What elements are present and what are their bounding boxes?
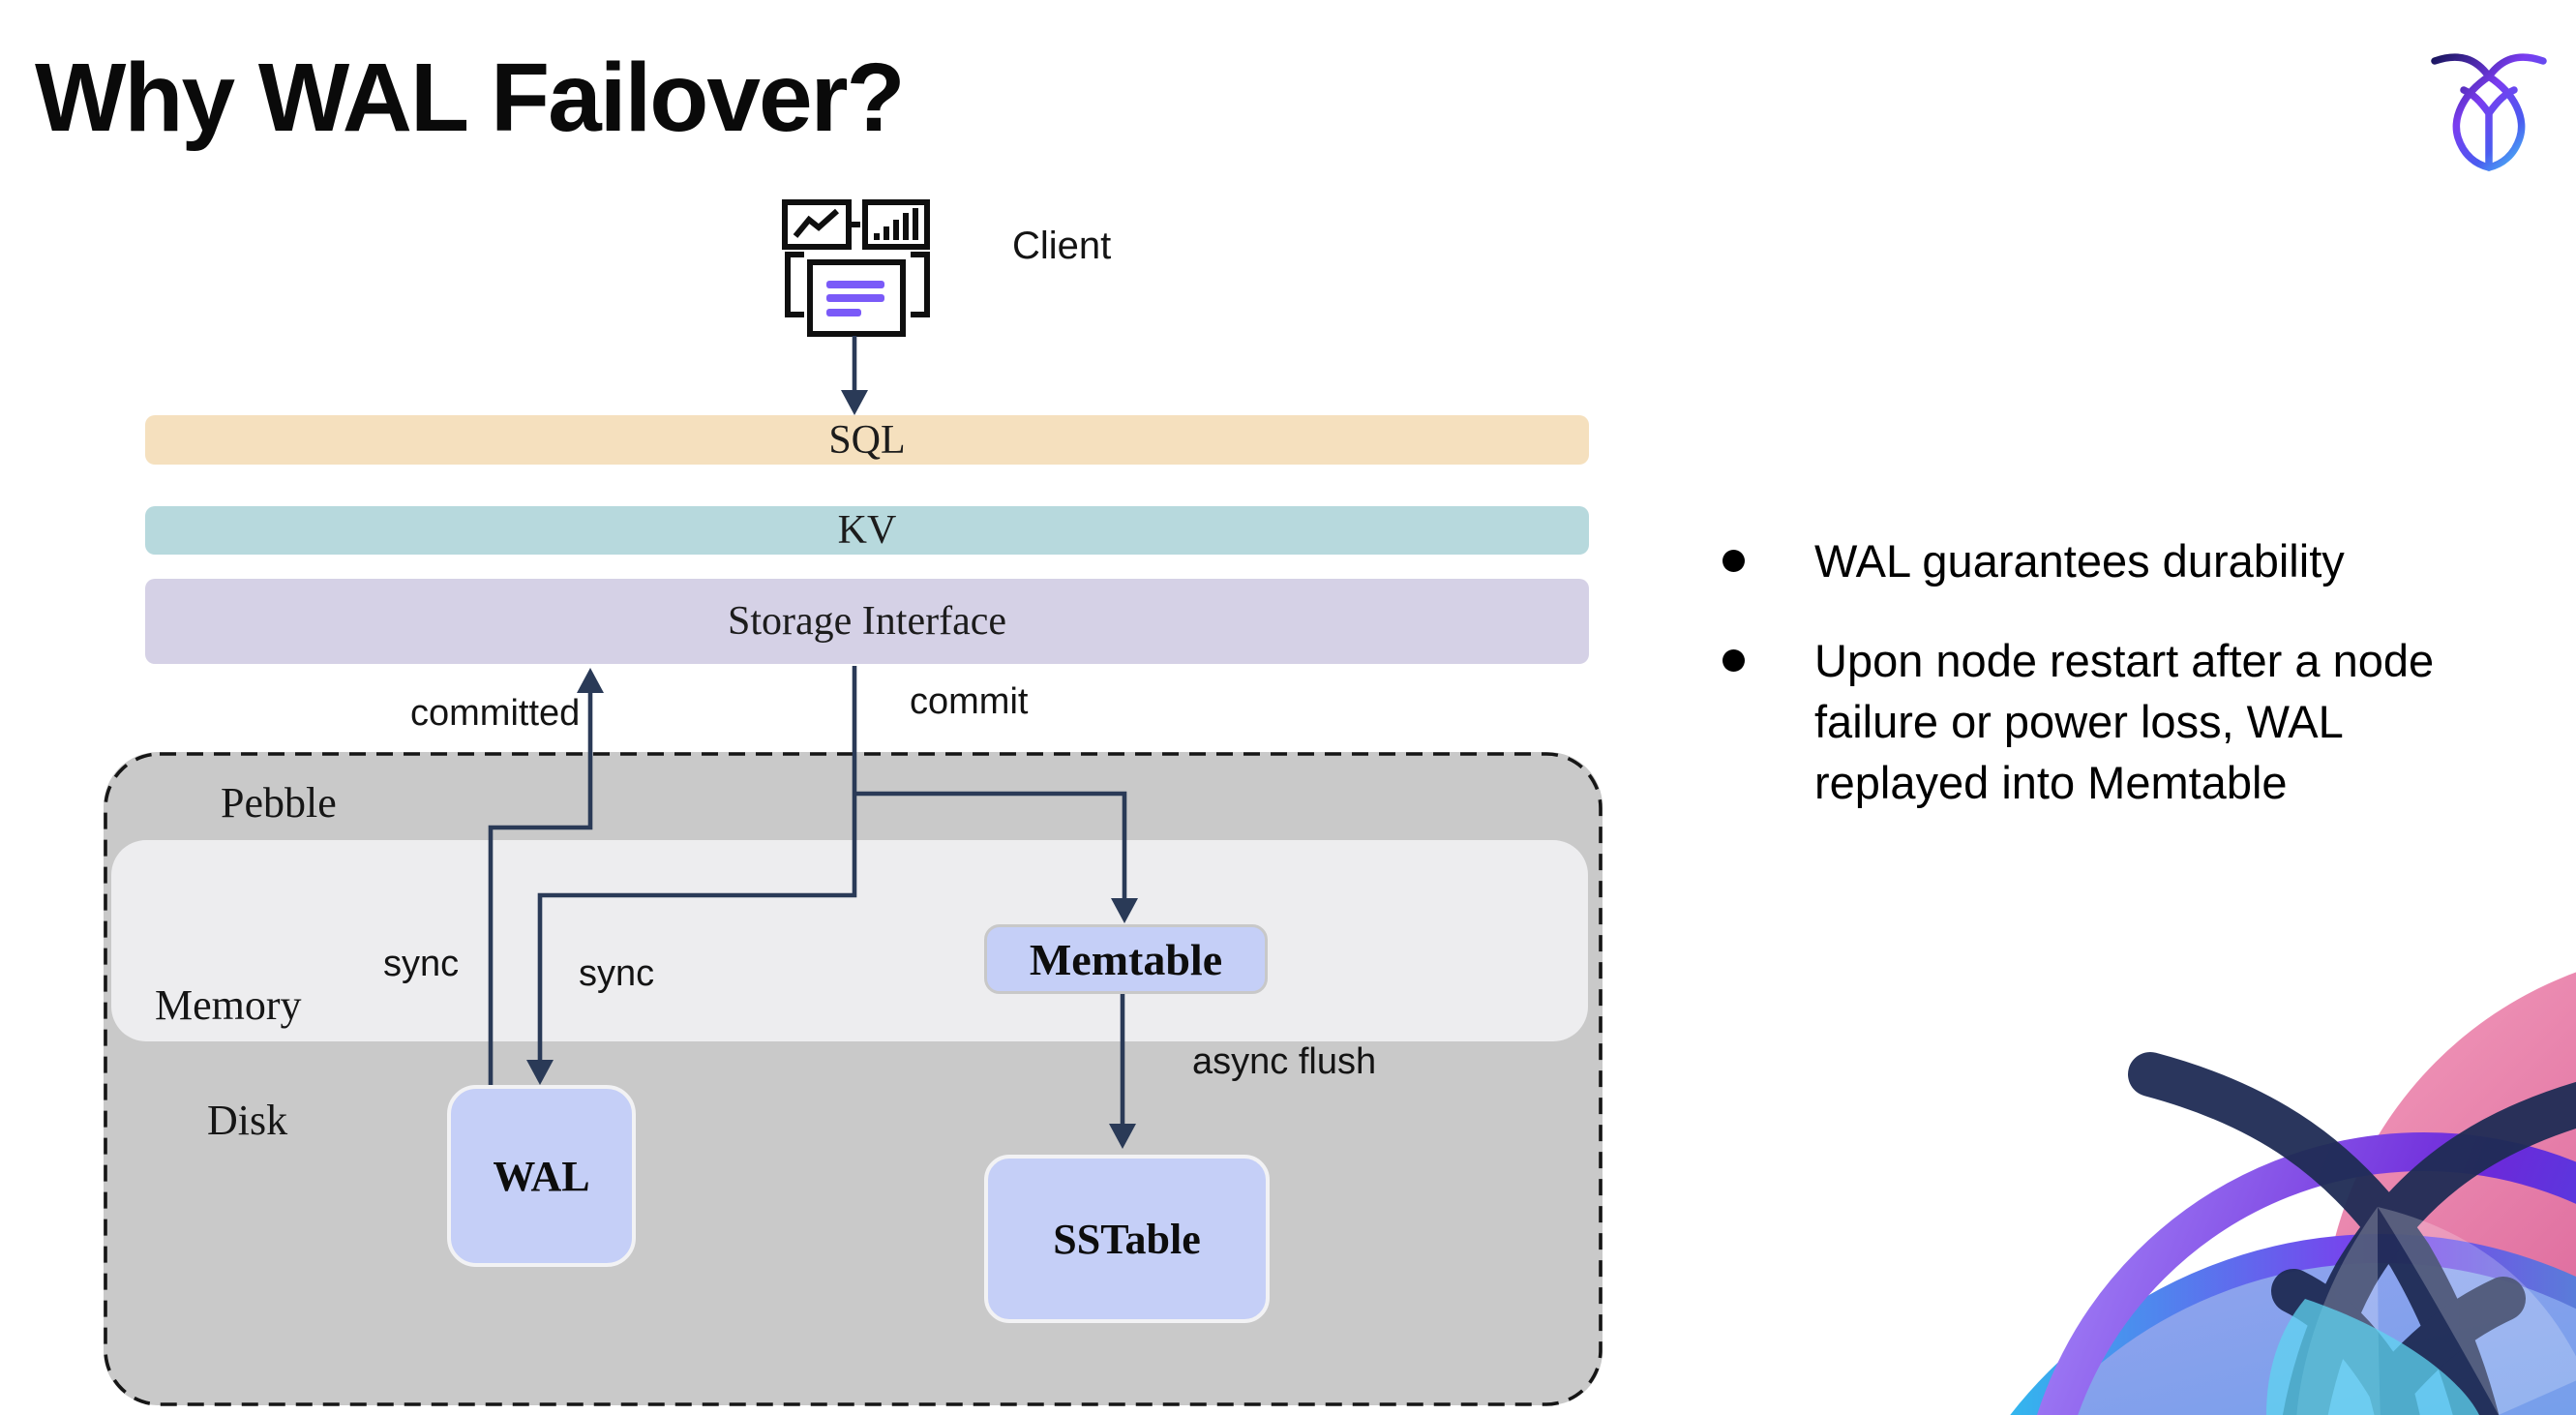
bar-chart-glyph (874, 208, 918, 240)
kv-layer-bar: KV (145, 506, 1589, 555)
sync-right-edge-label: sync (579, 953, 655, 994)
sql-layer-bar: SQL (145, 415, 1589, 465)
bullet-dot-icon (1722, 550, 1745, 572)
arrowhead-into-sql (841, 390, 868, 415)
commit-memtable-arrow-line (854, 791, 1127, 900)
committed-edge-label: committed (410, 693, 581, 734)
page-title: Why WAL Failover? (35, 44, 906, 152)
client-label: Client (1012, 225, 1112, 267)
kv-layer-label: KV (837, 508, 897, 553)
sync-left-edge-label: sync (383, 944, 460, 984)
sstable-node: SSTable (984, 1155, 1270, 1323)
document-text-lines (826, 281, 884, 316)
memory-label: Memory (155, 981, 302, 1029)
cockroachdb-logo-icon (2431, 53, 2547, 171)
arrowhead-into-sstable (1109, 1124, 1136, 1149)
bullet-text: WAL guarantees durability (1814, 535, 2345, 587)
wal-label: WAL (493, 1152, 590, 1200)
bullet-list: WAL guarantees durability Upon node rest… (1698, 530, 2472, 852)
memtable-label: Memtable (1029, 934, 1223, 984)
bullet-text: Upon node restart after a node failure o… (1814, 635, 2435, 808)
pebble-label: Pebble (221, 779, 337, 827)
dash-glyph (851, 222, 860, 227)
sql-layer-label: SQL (828, 417, 906, 463)
storage-interface-layer-bar: Storage Interface (145, 579, 1589, 664)
disk-label: Disk (207, 1097, 288, 1144)
list-item: WAL guarantees durability (1698, 530, 2472, 591)
wal-node: WAL (447, 1085, 636, 1267)
commit-sync-arrow-line (537, 666, 857, 1062)
memtable-node: Memtable (984, 924, 1268, 994)
sstable-label: SSTable (1053, 1215, 1201, 1263)
arrowhead-into-storage (577, 668, 604, 693)
arrowhead-into-wal (526, 1060, 554, 1085)
storage-interface-label: Storage Interface (728, 599, 1006, 644)
cockroachdb-brand-art (2010, 972, 2576, 1415)
committed-arrow-line (488, 691, 593, 1085)
bracket-glyphs (785, 252, 930, 317)
line-chart-glyph (793, 208, 840, 238)
client-workstation-icon (782, 199, 930, 337)
arrowhead-into-memtable (1111, 898, 1138, 923)
memory-band (111, 840, 1588, 1041)
list-item: Upon node restart after a node failure o… (1698, 630, 2472, 813)
bullet-dot-icon (1722, 649, 1745, 672)
commit-edge-label: commit (910, 681, 1029, 722)
async-flush-edge-label: async flush (1192, 1041, 1377, 1082)
